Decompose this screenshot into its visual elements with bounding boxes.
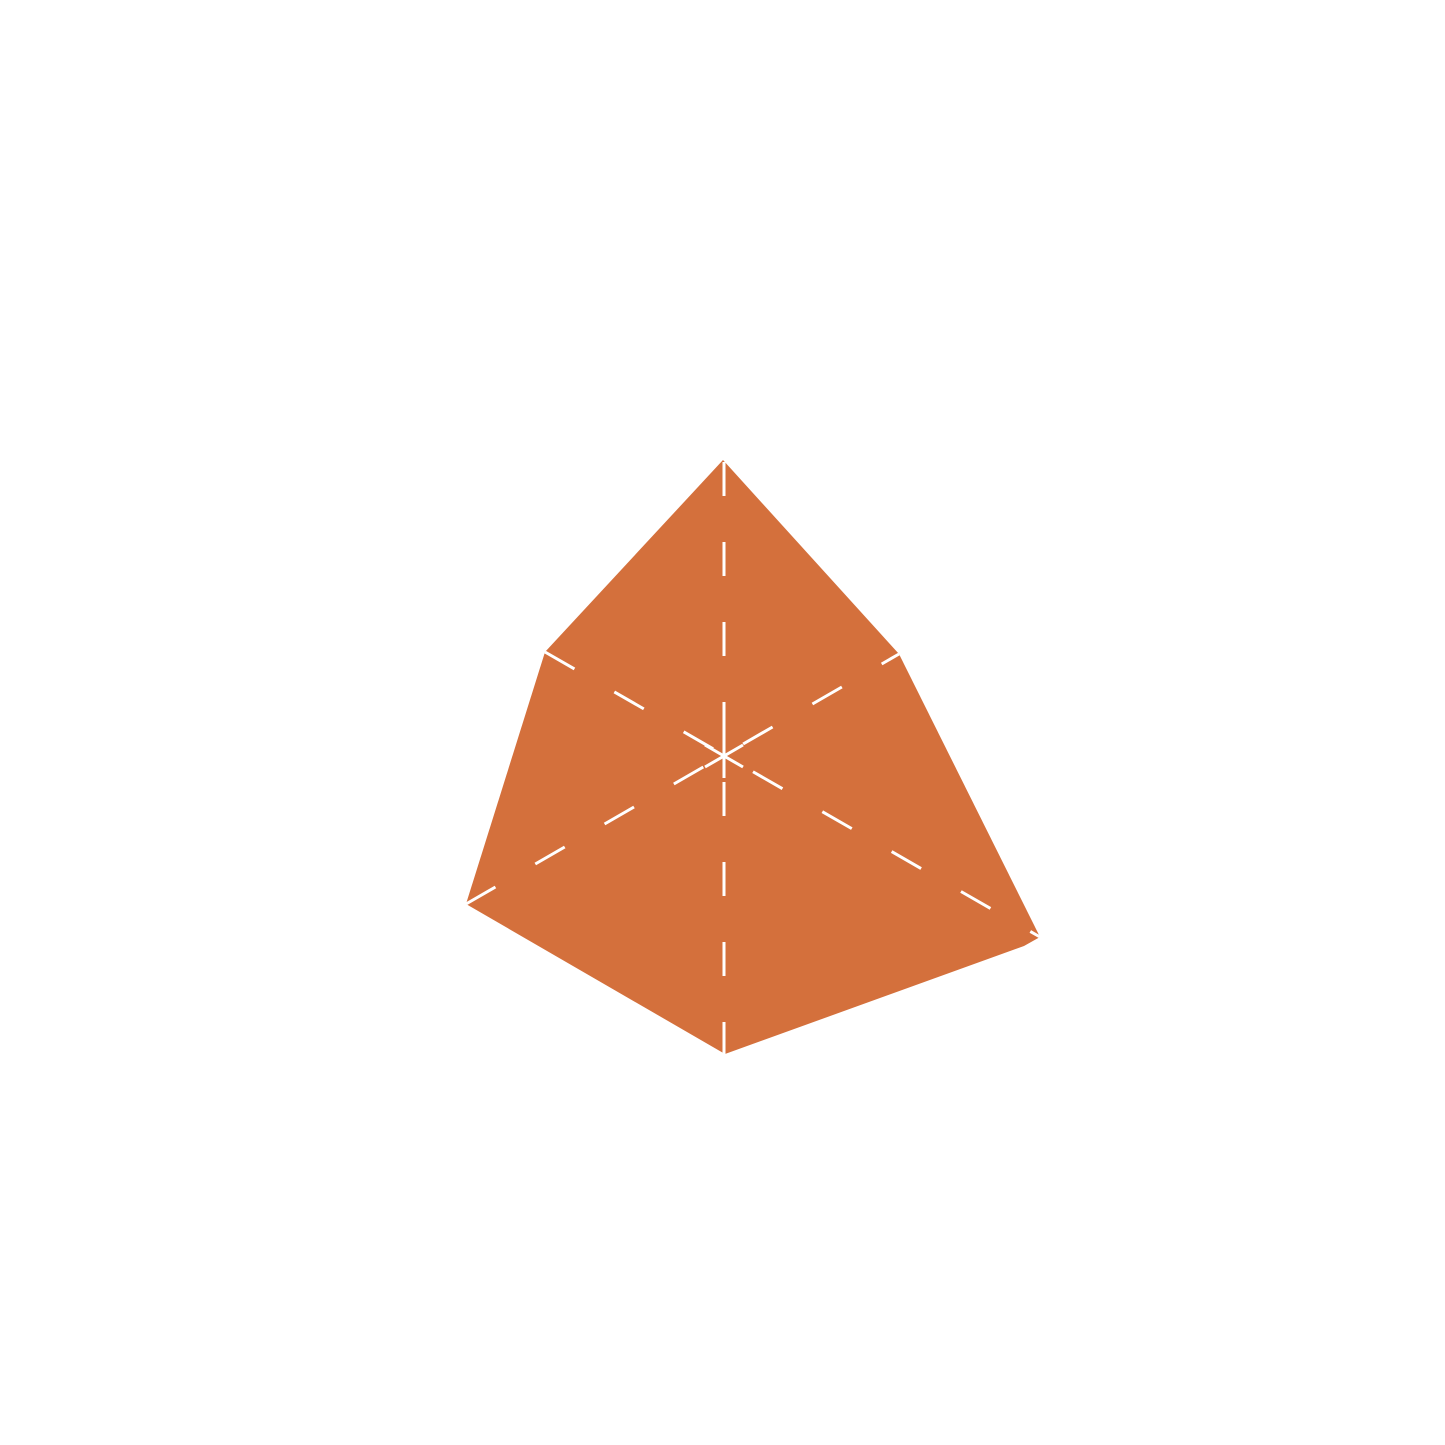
diagonal-dashed-line-ascending bbox=[465, 652, 900, 906]
dashed-guide-lines bbox=[465, 462, 1041, 1054]
filled-polygon bbox=[466, 460, 1040, 1054]
diagonal-dashed-line-descending bbox=[544, 650, 1041, 939]
asterisk-icon bbox=[704, 734, 744, 778]
